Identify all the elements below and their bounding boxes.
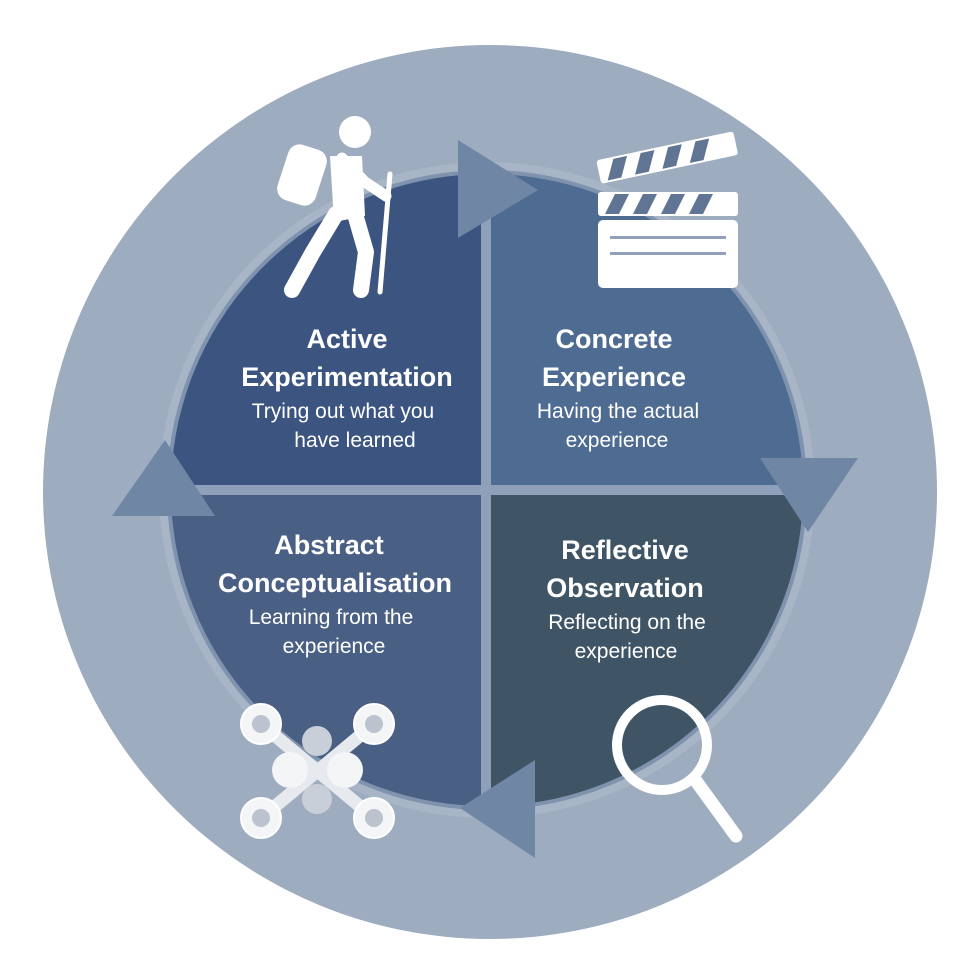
reflective-observation-title-line1: Reflective	[561, 535, 689, 565]
abstract-conceptualisation-desc-line1: Learning from the	[249, 606, 414, 629]
abstract-conceptualisation-title-line1: Abstract	[274, 530, 384, 560]
clapperboard-icon	[596, 131, 738, 288]
cycle-arrow-bottom	[460, 760, 535, 858]
horizontal-divider	[169, 485, 805, 495]
cycle-arrow-left	[112, 440, 215, 516]
magnifier-icon	[612, 695, 743, 843]
active-experimentation-title-line2: Experimentation	[241, 362, 453, 392]
molecule-icon	[240, 703, 395, 839]
abstract-conceptualisation-title-line2: Conceptualisation	[218, 568, 452, 598]
hiker-icon	[277, 116, 393, 298]
cycle-arrow-top	[458, 140, 538, 238]
reflective-observation-desc-line2: experience	[575, 640, 678, 663]
concrete-experience-title-line1: Concrete	[555, 324, 672, 354]
active-experimentation-desc-line1: Trying out what you	[252, 400, 434, 423]
active-experimentation-desc-line2: have learned	[294, 429, 415, 452]
concrete-experience-desc-line1: Having the actual	[537, 400, 699, 423]
concrete-experience-title-line2: Experience	[542, 362, 686, 392]
active-experimentation-title-line1: Active	[306, 324, 387, 354]
reflective-observation-desc-line1: Reflecting on the	[548, 611, 706, 634]
abstract-conceptualisation-desc-line2: experience	[283, 635, 386, 658]
cycle-arrow-right	[760, 458, 858, 532]
concrete-experience-desc-line2: experience	[566, 429, 669, 452]
reflective-observation-title-line2: Observation	[546, 573, 704, 603]
